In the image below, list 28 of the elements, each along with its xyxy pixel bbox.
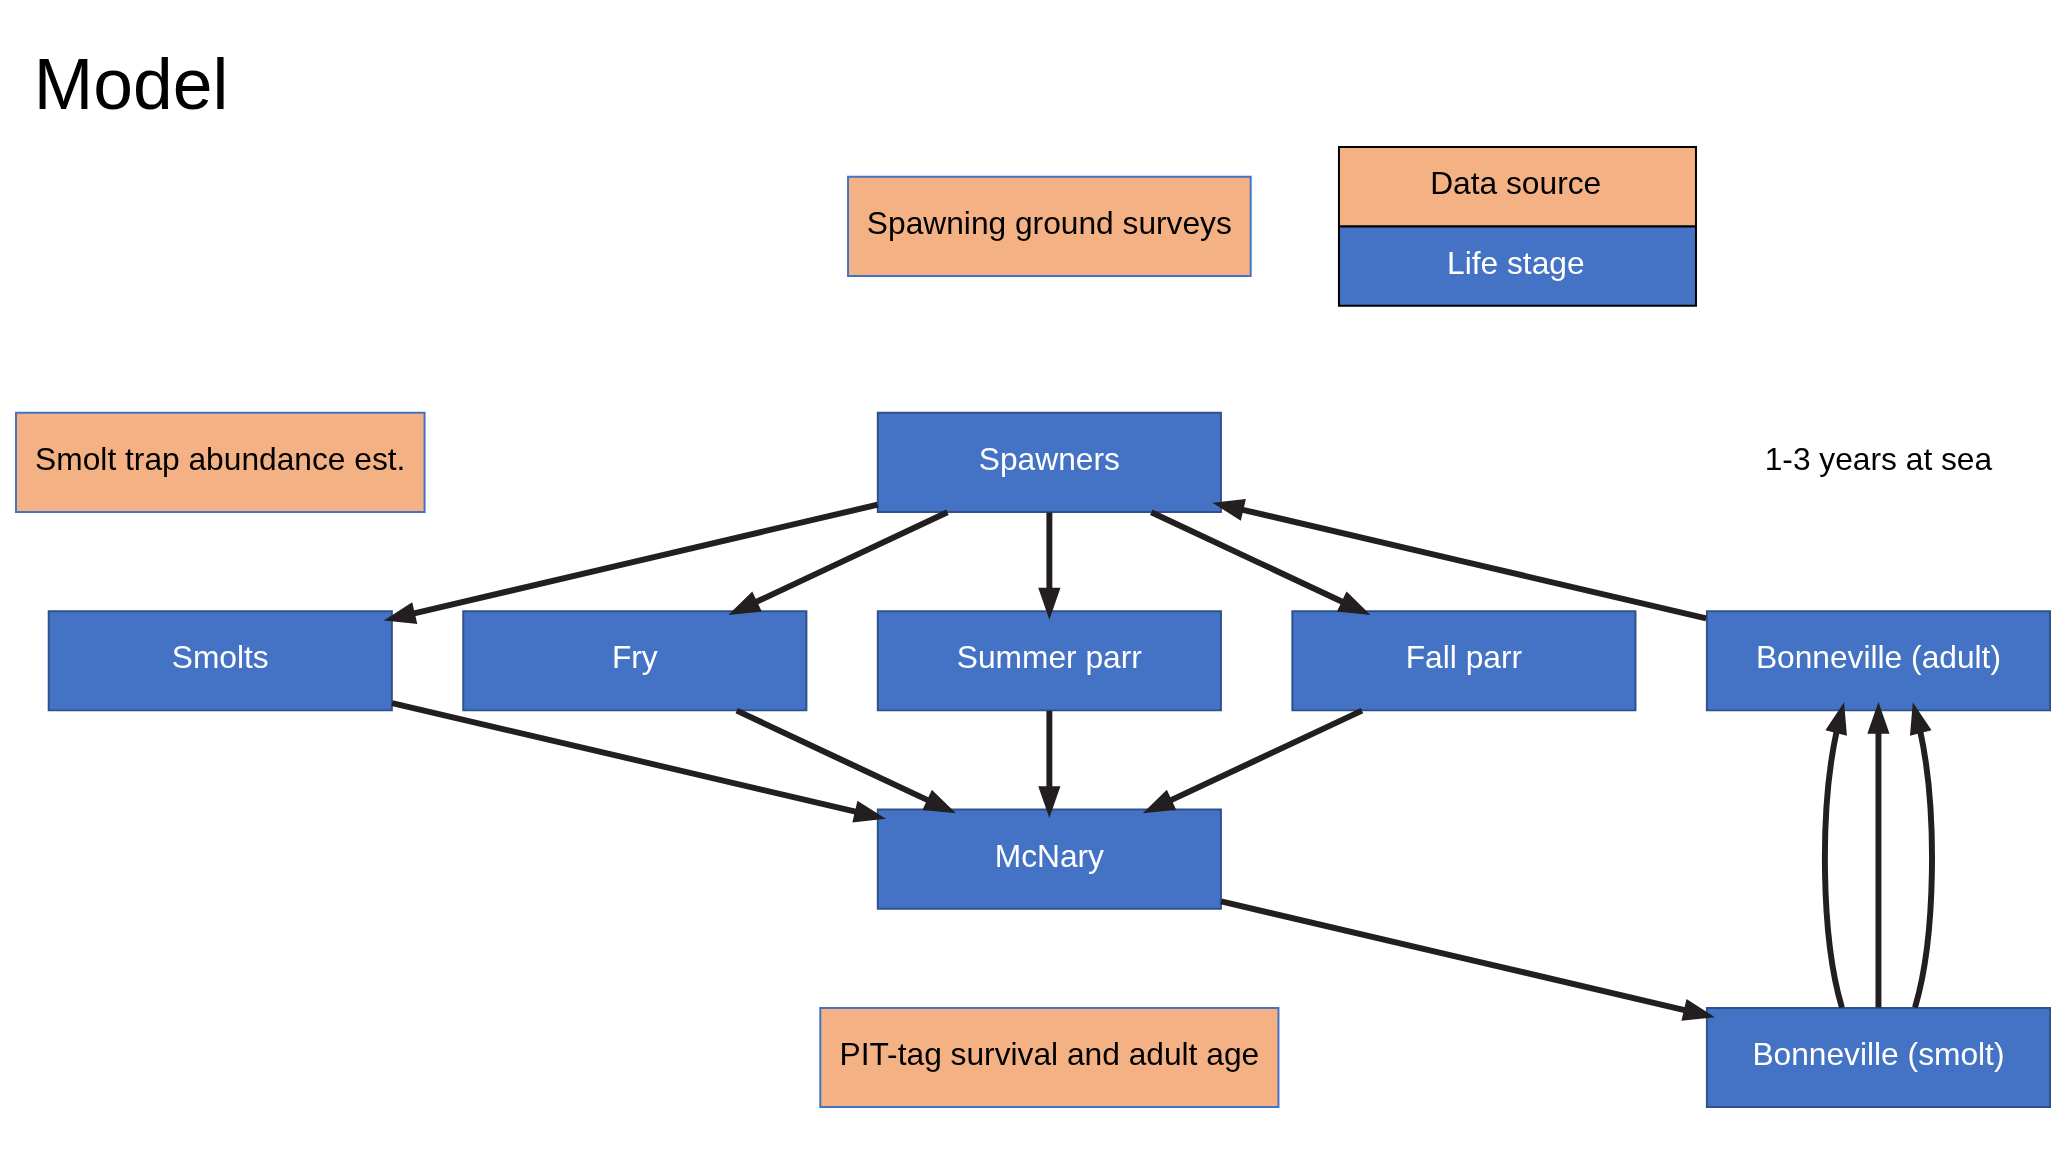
arrow [1220,898,1715,1021]
arrow [1822,702,1847,1009]
arrow [735,707,956,814]
node-box: Spawning ground surveys [847,175,1252,277]
node-box: Bonneville (adult) [1705,610,2051,712]
legend-label: Data source [1430,165,1602,202]
node-box: Spawners [876,411,1222,513]
node-box: Summer parr [876,610,1222,712]
arrow [1212,499,1707,622]
diagram-title: Model [33,43,229,124]
node-box: Smolt trap abundance est. [15,411,426,513]
node-box: Smolts [47,610,393,712]
arrow [1142,707,1364,814]
arrow [1867,701,1890,1008]
node-box: Fall parr [1291,610,1637,712]
label: 1-3 years at sea [1764,440,1993,477]
node-box: Bonneville (smolt) [1705,1006,2051,1109]
arrow [391,700,886,823]
node-box: Fry [462,610,808,712]
arrow [1038,512,1061,620]
arrow [1909,702,1935,1009]
arrow [728,509,949,615]
arrow [1038,710,1061,818]
node-box: McNary [876,808,1222,910]
arrow [1150,509,1371,615]
node-box: PIT-tag survival and adult age [819,1006,1280,1109]
arrow [383,501,879,625]
legend-label: Life stage [1447,244,1585,281]
